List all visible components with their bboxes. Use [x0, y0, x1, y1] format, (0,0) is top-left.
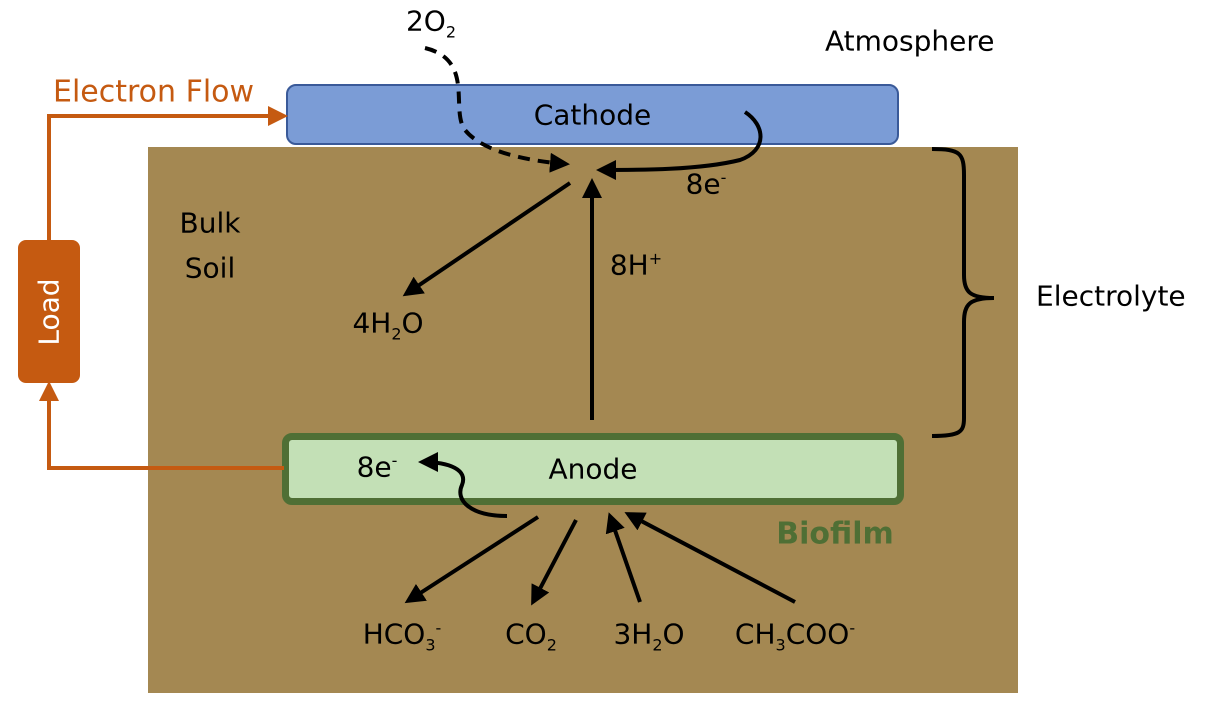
- electrolyte-bracket: [931, 147, 995, 438]
- bulk-soil-label-line1: Bulk: [179, 206, 241, 240]
- oxygen-label: 2O2: [405, 4, 457, 42]
- anode-electrons-label: 8e-: [356, 450, 398, 484]
- water-product-label: 4H2O: [352, 306, 424, 344]
- electron-flow-wire-bottom: [39, 381, 284, 470]
- electrolyte-label: Electrolyte: [1036, 279, 1186, 313]
- co2-arrow: [531, 519, 578, 606]
- cathode-electron-arrow: [596, 110, 763, 180]
- bicarbonate-label: HCO3-: [362, 617, 442, 655]
- protons-label: 8H+: [609, 248, 663, 282]
- atmosphere-label: Atmosphere: [825, 24, 995, 58]
- oxygen-dashed-arrow: [424, 46, 570, 173]
- co2-label: CO2: [505, 617, 557, 655]
- anode-electron-arrow: [418, 452, 508, 518]
- water-product-arrow: [402, 181, 572, 297]
- bicarbonate-arrow: [404, 515, 540, 604]
- acetate-arrow: [624, 512, 796, 604]
- bulk-soil-region: [148, 147, 1018, 693]
- electron-flow-wire-top: [47, 106, 288, 240]
- electron-flow-label: Electron Flow: [53, 74, 255, 110]
- cathode-label: Cathode: [533, 98, 652, 131]
- bulk-soil-label-line2: Soil: [184, 251, 236, 285]
- cathode-electrode: Cathode: [286, 84, 899, 145]
- water-reactant-arrow: [605, 512, 642, 603]
- load-box: Load: [18, 240, 80, 383]
- biofilm-label: Biofilm: [776, 516, 894, 552]
- cathode-electrons-label: 8e-: [685, 167, 727, 201]
- water-reactant-label: 3H2O: [613, 617, 685, 655]
- acetate-label: CH3COO-: [734, 617, 856, 655]
- anode-electrode: Anode: [282, 433, 904, 505]
- anode-label: Anode: [548, 452, 638, 486]
